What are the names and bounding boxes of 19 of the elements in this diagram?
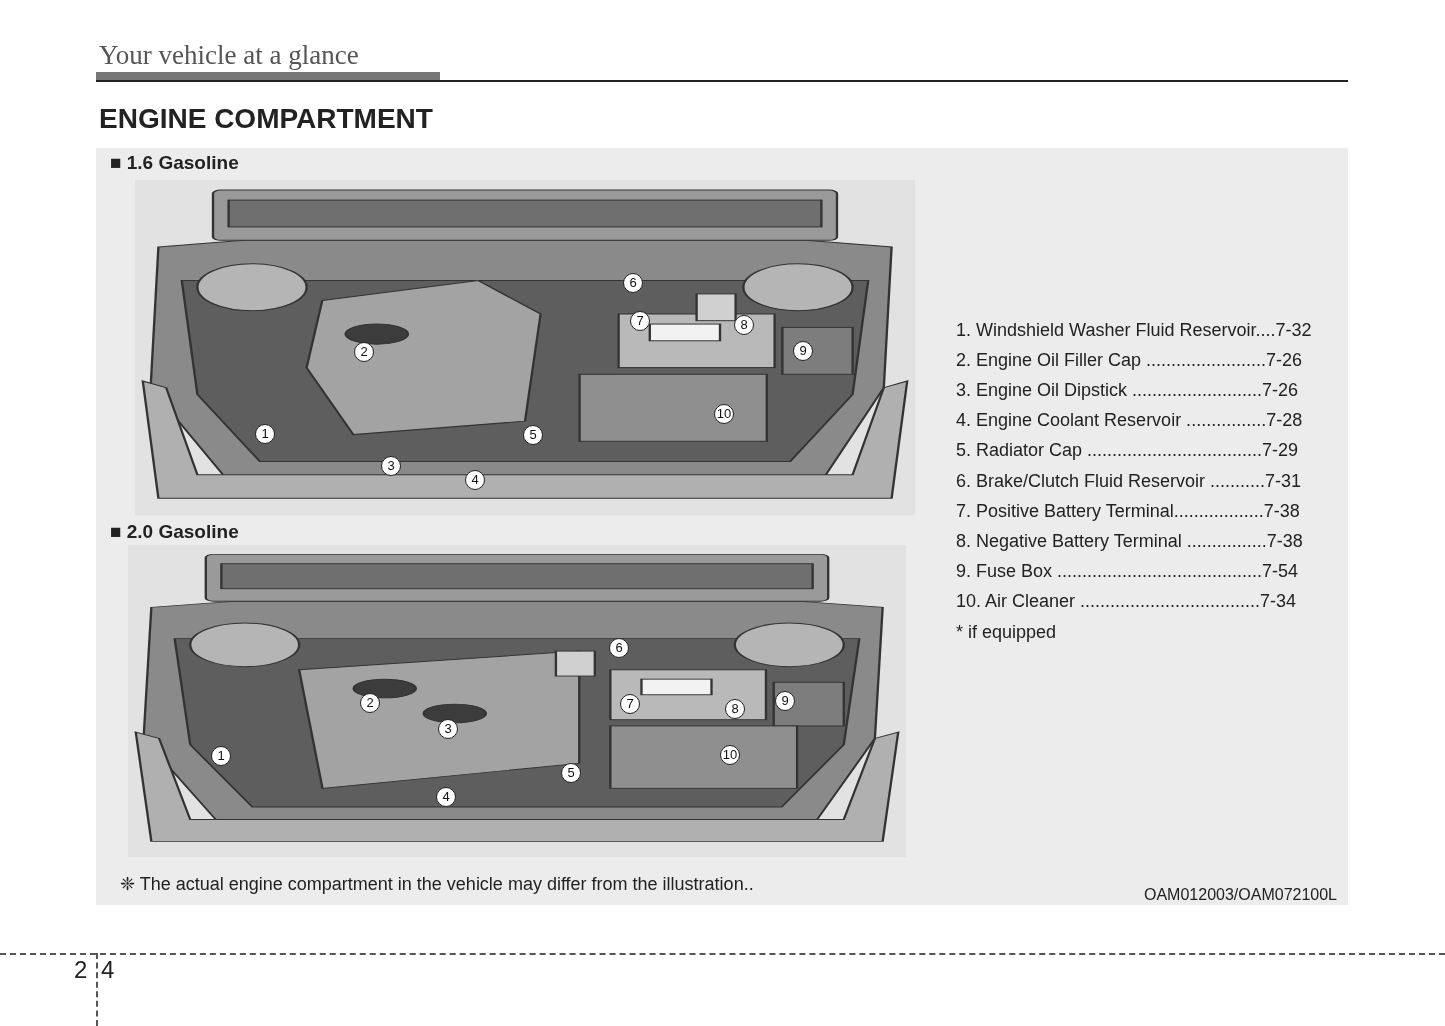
list-item: 1. Windshield Washer Fluid Reservoir....7-32 [956, 320, 1312, 341]
running-header: Your vehicle at a glance [99, 40, 359, 71]
list-item: 6. Brake/Clutch Fluid Reservoir ...........7-31 [956, 470, 1302, 492]
page-number: 2 [74, 956, 88, 984]
list-item: 8. Negative Battery Terminal ................7-38 [956, 530, 1303, 552]
section-heading: ■ 1.6 Gasoline [110, 152, 239, 174]
page-number: 4 [101, 956, 115, 984]
list-item: 10. Air Cleaner ....................................7-34 [956, 590, 1297, 612]
page-title: ENGINE COMPARTMENT [99, 103, 433, 135]
section-heading: ■ 2.0 Gasoline [110, 521, 239, 543]
list-item: 4. Engine Coolant Reservoir ................7-28 [956, 410, 1303, 432]
list-item: 9. Fuse Box .........................................7-54 [956, 560, 1299, 582]
footnote: * if equipped [956, 622, 1057, 643]
figure-code: OAM012003/OAM072100L [1144, 886, 1337, 904]
list-item: 2. Engine Oil Filler Cap ........................7-26 [956, 350, 1303, 372]
list-item: 5. Radiator Cap ...................................7-29 [956, 440, 1299, 462]
list-item: 7. Positive Battery Terminal..................7-38 [956, 500, 1300, 522]
list-item: 3. Engine Oil Dipstick ..........................7-26 [956, 380, 1299, 402]
note: ❈ The actual engine compartment in the vehicle may differ from the illustration.. [120, 873, 754, 895]
